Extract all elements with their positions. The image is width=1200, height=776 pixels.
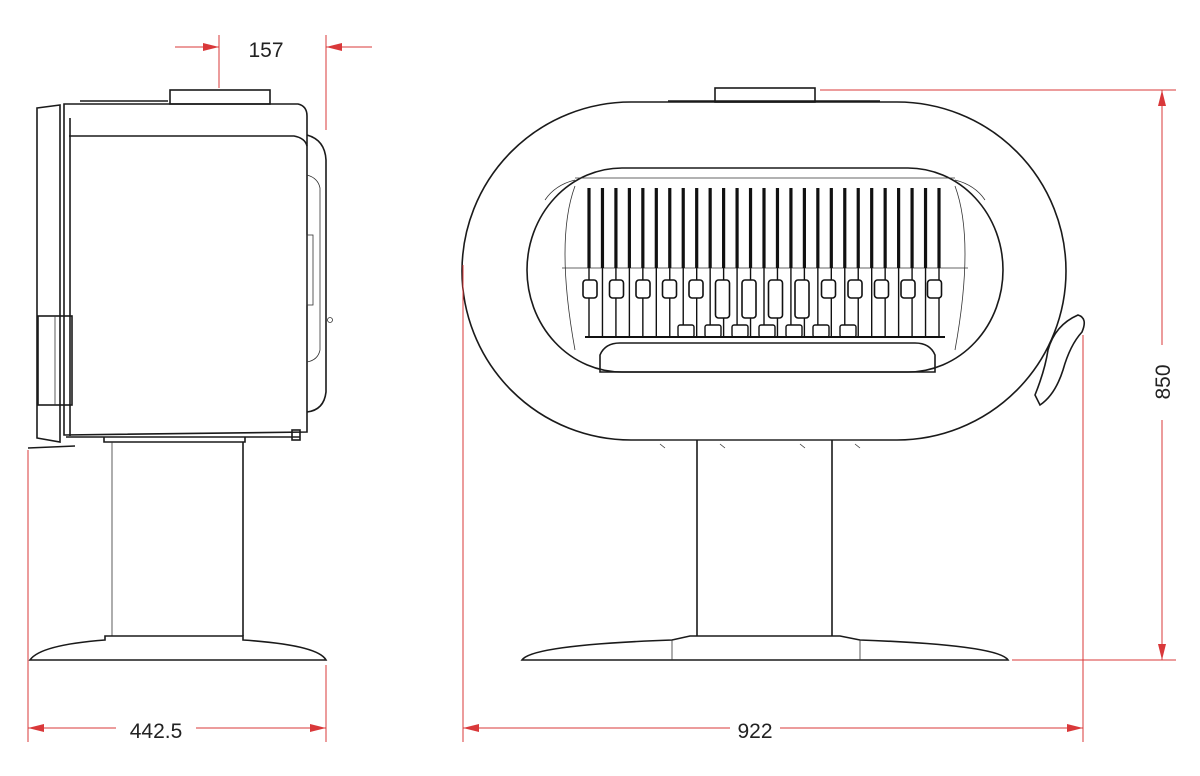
dimension-label-157: 157	[248, 39, 283, 62]
grate-bar	[816, 188, 820, 268]
side-base	[28, 635, 328, 661]
side-rear-knob	[327, 317, 333, 323]
grate-bar	[923, 188, 928, 268]
arrow-icon	[1158, 90, 1166, 106]
arrow-icon	[1158, 644, 1166, 660]
grate-bar	[722, 188, 726, 268]
grate-bar	[883, 188, 887, 268]
grate-bar	[668, 188, 672, 268]
grate-bar	[600, 188, 605, 268]
grate-bar	[843, 188, 847, 268]
grate-clip	[582, 279, 598, 299]
front-dimensions: 922 850	[462, 89, 1176, 743]
door-handle	[1034, 314, 1086, 407]
arrow-icon	[28, 724, 44, 732]
grate-clip	[714, 279, 731, 319]
grate-clip	[635, 279, 651, 299]
front-flue-collar	[714, 87, 816, 103]
side-flue-collar	[169, 89, 271, 105]
arrow-icon	[203, 43, 219, 51]
side-rear-vent	[306, 234, 314, 306]
grate-bar	[735, 188, 739, 268]
side-foot	[291, 429, 301, 441]
grate-clip	[847, 279, 863, 299]
side-dimensions: 157 442.5	[27, 35, 372, 743]
grate-bar	[762, 188, 766, 268]
ash-lip	[599, 342, 936, 373]
grate-bar	[937, 188, 941, 268]
grate-clip	[900, 279, 916, 299]
side-view	[27, 89, 333, 661]
grate-clip	[873, 279, 890, 299]
grate-bar	[614, 188, 618, 268]
grate-bar	[695, 188, 699, 268]
grate-clip	[661, 279, 678, 299]
fire-grate	[582, 188, 945, 338]
grate-clip	[688, 279, 704, 299]
grate-lower-clip	[677, 324, 695, 338]
arrow-icon	[310, 724, 326, 732]
grate-bar	[681, 188, 685, 268]
firebox-top-frame	[544, 177, 986, 201]
front-base-seams	[671, 640, 861, 660]
grate-bar	[789, 188, 793, 268]
side-rear-panel	[306, 174, 321, 363]
grate-bar	[856, 188, 860, 268]
grate-bar	[627, 188, 631, 268]
arrow-icon	[463, 724, 479, 732]
dimension-label-922: 922	[737, 720, 772, 743]
arrow-icon	[326, 43, 342, 51]
grate-bar	[654, 188, 658, 268]
dimension-label-442-5: 442.5	[130, 720, 183, 743]
grate-clip	[820, 279, 837, 299]
grate-bar	[748, 188, 753, 268]
side-top-band	[69, 135, 308, 147]
grate-clip	[794, 279, 810, 319]
side-rear-bulge	[306, 134, 327, 413]
grate-lower-clip	[758, 324, 776, 338]
grate-bar	[829, 188, 833, 268]
grate-bar	[708, 188, 712, 268]
grate-clip	[741, 279, 757, 319]
grate-bar	[910, 188, 914, 268]
grate-bar	[641, 188, 645, 268]
grate-bar	[870, 188, 874, 268]
grate-bar	[802, 188, 806, 268]
grate-lower-clip	[812, 324, 830, 338]
grate-bar	[897, 188, 901, 268]
arrow-icon	[1067, 724, 1083, 732]
side-body	[63, 103, 308, 436]
grate-bar	[775, 188, 780, 268]
front-underside	[659, 439, 861, 449]
grate-lower-clip	[785, 324, 803, 338]
firebox-side-frame	[564, 185, 966, 351]
front-view	[461, 87, 1086, 661]
side-door-panel	[36, 104, 61, 443]
grate-lower-clip	[839, 324, 857, 338]
grate-clip	[608, 279, 625, 299]
grate-bar	[587, 188, 591, 268]
grate-lower-clip	[731, 324, 749, 338]
grate-clip	[767, 279, 784, 319]
front-base	[520, 635, 1010, 661]
grate-lower-clip	[704, 324, 722, 338]
dimension-label-850: 850	[1152, 364, 1175, 399]
grate-clip	[926, 279, 943, 299]
side-base-plate	[27, 436, 300, 449]
